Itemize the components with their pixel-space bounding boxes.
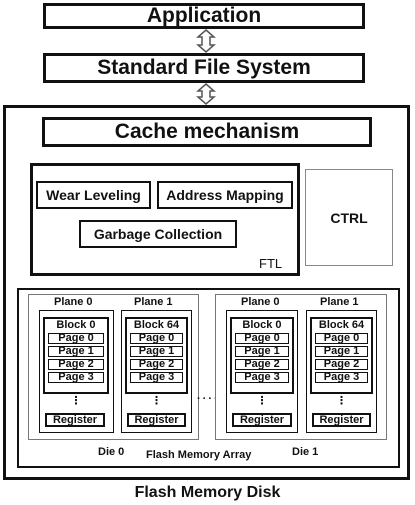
die-1-plane-0-label: Plane 0 [241,296,280,308]
cache-mechanism-label: Cache mechanism [114,120,300,143]
page-1: Page 1 [315,346,368,357]
garbage-collection-label: Garbage Collection [93,226,223,242]
die-1-plane-1-label: Plane 1 [320,296,359,308]
page-2: Page 2 [130,359,183,370]
page-2: Page 2 [235,359,289,370]
vertical-ellipsis: ⋮ [70,395,82,407]
page-3: Page 3 [235,372,289,383]
register: Register [232,413,292,427]
flash-memory-array-label: Flash Memory Array [146,449,252,461]
block-label: Block 64 [318,319,365,331]
block-label: Block 0 [56,319,96,331]
file-system-box: Standard File System [43,53,365,83]
die-1-block-0: Block 0 Page 0 Page 1 Page 2 Page 3 [230,317,294,394]
cache-mechanism-box: Cache mechanism [42,117,372,147]
application-box: Application [43,3,365,29]
page-0: Page 0 [130,333,183,344]
page-1: Page 1 [48,346,104,357]
block-label: Block 0 [242,319,282,331]
page-3: Page 3 [315,372,368,383]
flash-memory-disk-label: Flash Memory Disk [134,484,281,501]
vertical-ellipsis: ⋮ [336,395,347,407]
page-0: Page 0 [48,333,104,344]
page-0: Page 0 [315,333,368,344]
page-3: Page 3 [48,372,104,383]
garbage-collection-box: Garbage Collection [79,220,237,248]
page-1: Page 1 [130,346,183,357]
bidirectional-arrow-2 [196,83,216,105]
die-1-label: Die 1 [292,446,319,458]
file-system-label: Standard File System [97,56,311,79]
die-0-block-64: Block 64 Page 0 Page 1 Page 2 Page 3 [125,317,188,394]
register: Register [127,413,186,427]
wear-leveling-box: Wear Leveling [36,181,151,209]
address-mapping-box: Address Mapping [157,181,293,209]
page-2: Page 2 [315,359,368,370]
page-2: Page 2 [48,359,104,370]
register: Register [45,413,105,427]
block-label: Block 64 [133,319,180,331]
die-0-block-0: Block 0 Page 0 Page 1 Page 2 Page 3 [43,317,109,394]
die-0-label: Die 0 [98,446,125,458]
vertical-ellipsis: ⋮ [151,395,162,407]
die-0-plane-0-label: Plane 0 [54,296,93,308]
ctrl-label: CTRL [330,209,368,226]
ftl-label: FTL [259,256,283,271]
page-1: Page 1 [235,346,289,357]
ctrl-box: CTRL [305,169,393,266]
die-1-block-64: Block 64 Page 0 Page 1 Page 2 Page 3 [310,317,373,394]
application-label: Application [146,4,262,27]
bidirectional-arrow-1 [196,29,216,53]
die-0-plane-1-label: Plane 1 [134,296,173,308]
page-0: Page 0 [235,333,289,344]
page-3: Page 3 [130,372,183,383]
address-mapping-label: Address Mapping [166,187,284,203]
register: Register [312,413,371,427]
vertical-ellipsis: ⋮ [256,395,268,407]
wear-leveling-label: Wear Leveling [46,187,141,203]
